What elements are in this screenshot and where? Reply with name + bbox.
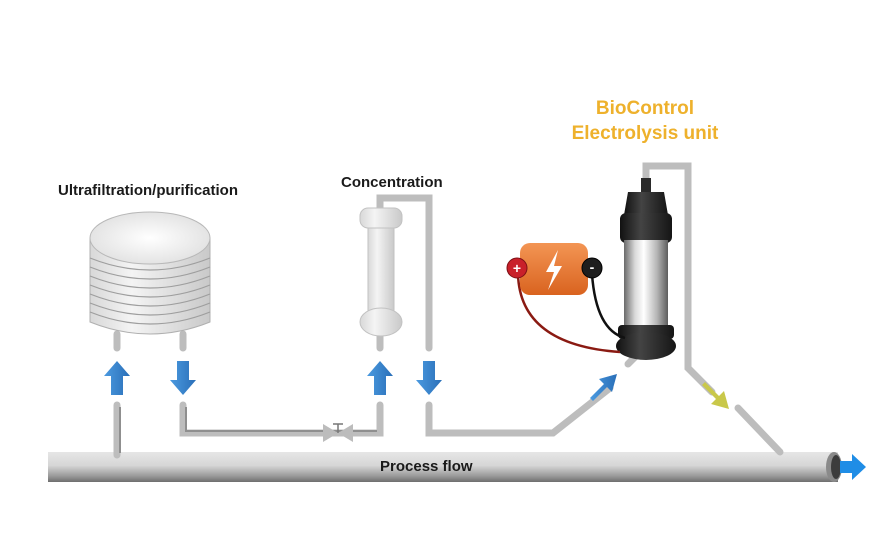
power-supply: + - <box>506 243 603 295</box>
bypass-valve-icon <box>323 423 353 442</box>
electrolysis-in-arrow-icon <box>590 374 617 401</box>
ultrafiltration-unit <box>89 211 211 335</box>
negative-wire <box>590 273 626 340</box>
electrolysis-unit <box>616 178 676 360</box>
process-out-arrow-icon <box>840 454 866 480</box>
ultrafiltration-label: Ultrafiltration/purification <box>58 182 238 199</box>
conc-in-arrow-icon <box>367 361 393 395</box>
svg-text:+: + <box>513 260 521 276</box>
process-pipe <box>48 452 842 482</box>
svg-text:-: - <box>590 259 595 275</box>
concentration-unit <box>359 207 403 337</box>
concentration-label: Concentration <box>341 174 443 191</box>
electrolysis-title-line-1: BioControl <box>595 98 695 119</box>
positive-wire <box>516 273 621 354</box>
positive-terminal-icon <box>506 257 528 279</box>
electrolysis-title: BioControl Electrolysis unit <box>560 96 730 146</box>
uf-out-arrow-icon <box>170 361 196 395</box>
conc-out-arrow-icon <box>416 361 442 395</box>
ultrafiltration-pipes <box>113 330 384 459</box>
uf-in-arrow-icon <box>104 361 130 395</box>
lightning-icon <box>546 250 562 290</box>
concentration-pipes <box>376 194 614 437</box>
electrolysis-title-line-2: Electrolysis unit <box>571 123 719 144</box>
electrolysis-out-arrow-icon <box>702 382 729 409</box>
pipe-shading <box>119 407 377 453</box>
process-flow-label: Process flow <box>380 458 473 475</box>
negative-terminal-icon <box>581 257 603 279</box>
